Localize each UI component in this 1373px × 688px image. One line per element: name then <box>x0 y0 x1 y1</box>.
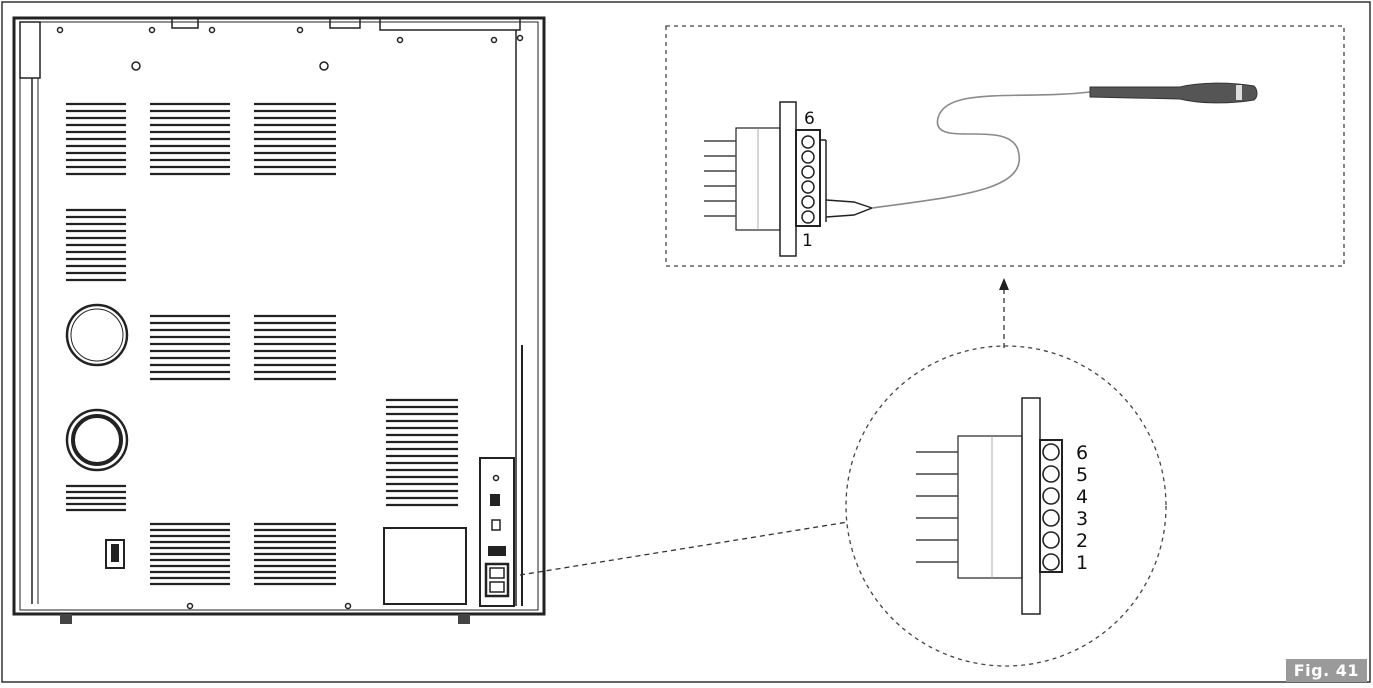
pin-label-3: 3 <box>1076 508 1088 530</box>
pin-label-2: 2 <box>1076 530 1088 552</box>
pin-label-1: 1 <box>1076 552 1088 574</box>
detail-box-probe: 6 1 <box>665 25 1345 267</box>
leader-arrowhead <box>999 278 1009 290</box>
pin-label-6: 6 <box>1076 442 1088 464</box>
pin-label-top-1: 1 <box>802 231 813 251</box>
detail-circle-connector: 6 5 4 3 2 1 <box>845 345 1167 667</box>
pin-label-4: 4 <box>1076 486 1088 508</box>
appliance-rear-panel <box>12 16 546 624</box>
figure-number-badge: Fig. 41 <box>1285 659 1367 682</box>
pin-label-5: 5 <box>1076 464 1088 486</box>
pin-label-top-6: 6 <box>804 109 815 129</box>
leader-line <box>519 521 849 576</box>
